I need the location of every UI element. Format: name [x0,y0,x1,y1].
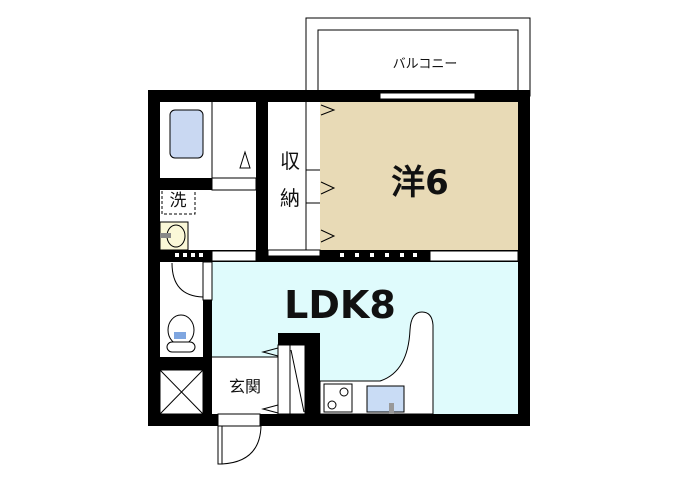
entrance-door[interactable] [217,413,262,465]
entrance [212,357,278,414]
entrance-label: 玄関 [229,377,261,396]
shoe-closet [277,344,306,415]
balcony-label: バルコニー [393,57,458,72]
washroom-label: 洗 [170,191,187,211]
faucet [389,403,394,414]
stove [323,383,353,413]
bathtub [169,109,204,159]
toilet-door [171,262,204,298]
storage [268,102,320,250]
western-room-label: 洋6 [391,163,449,203]
washing-machine-space [161,179,196,215]
storage-label-1: 収 [280,149,300,173]
wall-openings [175,249,519,262]
closet-door-marks [320,104,336,243]
window [379,92,476,100]
balcony: バルコニー [305,17,531,97]
sink [366,385,405,413]
door-mark [239,150,251,169]
western-room [320,102,518,250]
ldk-label: LDK8 [284,283,396,327]
storage-label-2: 納 [280,186,300,210]
toilet-icon [166,314,196,353]
